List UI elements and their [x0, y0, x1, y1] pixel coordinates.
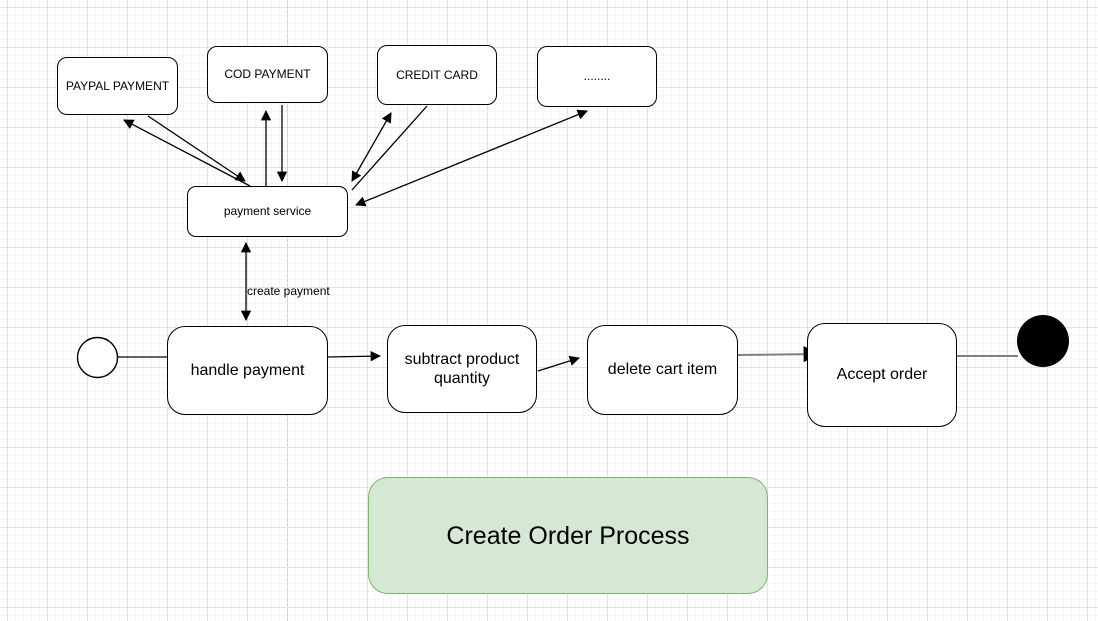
- node-other-payment-methods[interactable]: ........: [537, 46, 657, 107]
- node-paypal-payment[interactable]: PAYPAL PAYMENT: [57, 57, 178, 115]
- node-delete-cart-item[interactable]: delete cart item: [587, 325, 738, 415]
- node-payment-service[interactable]: payment service: [187, 186, 348, 237]
- node-credit-card[interactable]: CREDIT CARD: [377, 45, 497, 105]
- node-accept-order[interactable]: Accept order: [807, 323, 957, 427]
- node-other-payment-methods-label: ........: [583, 69, 611, 84]
- process-title-label: Create Order Process: [446, 521, 690, 550]
- page-break-line: [287, 0, 288, 621]
- edge-credit-to-service[interactable]: [351, 105, 428, 191]
- node-accept-order-label: Accept order: [836, 366, 928, 384]
- node-handle-payment-label: handle payment: [190, 361, 305, 379]
- edge-service-credit-bidirectional[interactable]: [351, 112, 392, 182]
- node-paypal-payment-label: PAYPAL PAYMENT: [65, 78, 170, 93]
- node-cod-payment[interactable]: COD PAYMENT: [207, 46, 328, 103]
- node-cod-payment-label: COD PAYMENT: [224, 67, 311, 82]
- edge-handle-to-subtract[interactable]: [327, 350, 382, 362]
- edge-service-other-bidirectional[interactable]: [355, 109, 588, 207]
- edge-service-to-paypal[interactable]: [123, 119, 251, 187]
- node-payment-service-label: payment service: [223, 204, 312, 219]
- node-subtract-product-quantity-label: subtract product quantity: [404, 350, 520, 387]
- node-delete-cart-item-label: delete cart item: [607, 361, 718, 379]
- edge-delete-to-accept[interactable]: [737, 346, 820, 363]
- node-handle-payment[interactable]: handle payment: [167, 326, 328, 415]
- final-state-circle[interactable]: [1017, 315, 1069, 367]
- start-state-circle[interactable]: [76, 336, 119, 379]
- edge-subtract-to-delete[interactable]: [537, 355, 580, 372]
- edge-label-create-payment: create payment: [247, 284, 330, 298]
- process-title-box[interactable]: Create Order Process: [368, 477, 768, 594]
- node-credit-card-label: CREDIT CARD: [396, 67, 478, 82]
- node-subtract-product-quantity[interactable]: subtract product quantity: [387, 325, 537, 413]
- edge-paypal-to-service[interactable]: [147, 115, 246, 182]
